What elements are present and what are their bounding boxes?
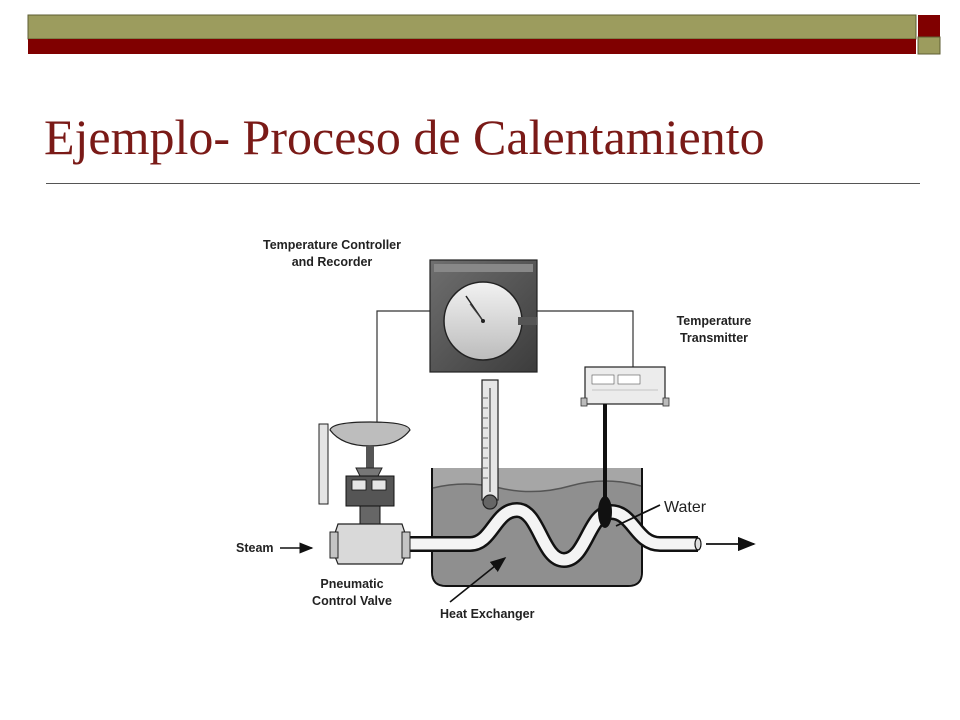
temperature-controller-recorder [429, 259, 538, 373]
pneumatic-control-valve [318, 421, 411, 565]
thermometer [481, 379, 499, 510]
title-divider [46, 183, 920, 184]
slide-title: Ejemplo- Proceso de Calentamiento [44, 109, 765, 165]
temperature-transmitter [580, 366, 670, 528]
controller-label-line1: Temperature Controller [263, 238, 401, 252]
water-pointer [615, 504, 661, 527]
valve-label-line1: Pneumatic [320, 577, 383, 591]
transmitter-label-line1: Temperature [677, 314, 752, 328]
valve-label-line2: Control Valve [312, 594, 392, 608]
slide-header-bar [27, 14, 941, 55]
transmitter-label-line2: Transmitter [680, 331, 748, 345]
controller-label-line2: and Recorder [292, 255, 373, 269]
water-label: Water [664, 499, 707, 516]
heat-exchanger-pointer [449, 557, 507, 603]
heating-process-diagram: Temperature Controller and Recorder Temp… [236, 238, 756, 621]
heat-exchanger-label: Heat Exchanger [440, 607, 535, 621]
signal-wires [376, 310, 634, 422]
steam-label: Steam [236, 541, 274, 555]
